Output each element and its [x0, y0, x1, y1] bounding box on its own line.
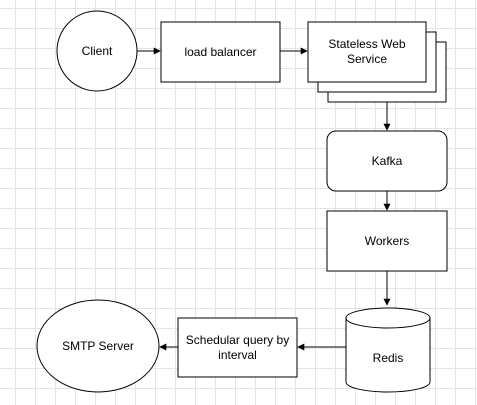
smtp-server-label: SMTP Server — [62, 338, 134, 353]
web-service-stack-front — [307, 21, 427, 83]
redis-cylinder-body — [345, 318, 431, 393]
web-service-label: Stateless Web Service — [328, 37, 406, 66]
workers-label: Workers — [364, 233, 410, 248]
scheduler-label: Schedular query by interval — [185, 332, 290, 362]
load-balancer-node[interactable] — [160, 21, 281, 83]
redis-node[interactable] — [345, 307, 431, 393]
workers-node[interactable] — [326, 210, 448, 272]
kafka-label: Kafka — [371, 153, 403, 168]
redis-cylinder-top — [345, 307, 431, 329]
client-label: Client — [81, 43, 113, 58]
web-service-node[interactable] — [307, 21, 447, 103]
load-balancer-label: load balancer — [184, 44, 257, 59]
redis-label: Redis — [372, 350, 404, 365]
smtp-server-node[interactable] — [36, 299, 160, 393]
